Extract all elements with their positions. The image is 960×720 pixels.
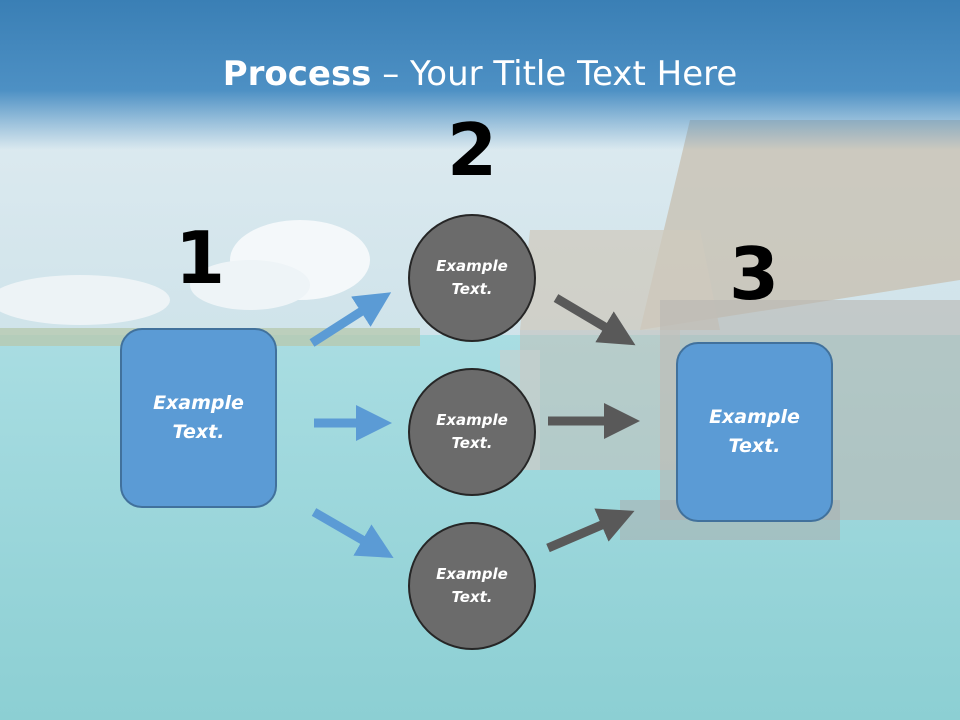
arrow-blue-down	[311, 508, 394, 559]
step-box-1: Example Text.	[120, 328, 277, 508]
arrow-gray-up	[546, 508, 635, 553]
circle-top: Example Text.	[408, 214, 536, 342]
circle-middle: Example Text.	[408, 368, 536, 496]
title-rest: – Your Title Text Here	[371, 54, 738, 94]
arrow-blue-up	[309, 292, 392, 347]
slide-title: Process – Your Title Text Here	[0, 52, 960, 96]
circle-top-label: Example Text.	[436, 257, 508, 298]
circle-bottom: Example Text.	[408, 522, 536, 650]
title-bar	[0, 0, 960, 150]
circle-middle-label: Example Text.	[436, 411, 508, 452]
step-number-3: 3	[728, 232, 780, 316]
circle-bottom-label: Example Text.	[436, 565, 508, 606]
step-box-1-label: Example Text.	[153, 392, 244, 443]
arrow-gray-down	[553, 294, 636, 346]
step-box-3: Example Text.	[676, 342, 833, 522]
title-bold: Process	[222, 54, 372, 94]
step-number-2: 2	[446, 108, 498, 192]
step-box-3-label: Example Text.	[709, 406, 800, 457]
step-number-1: 1	[174, 216, 226, 300]
